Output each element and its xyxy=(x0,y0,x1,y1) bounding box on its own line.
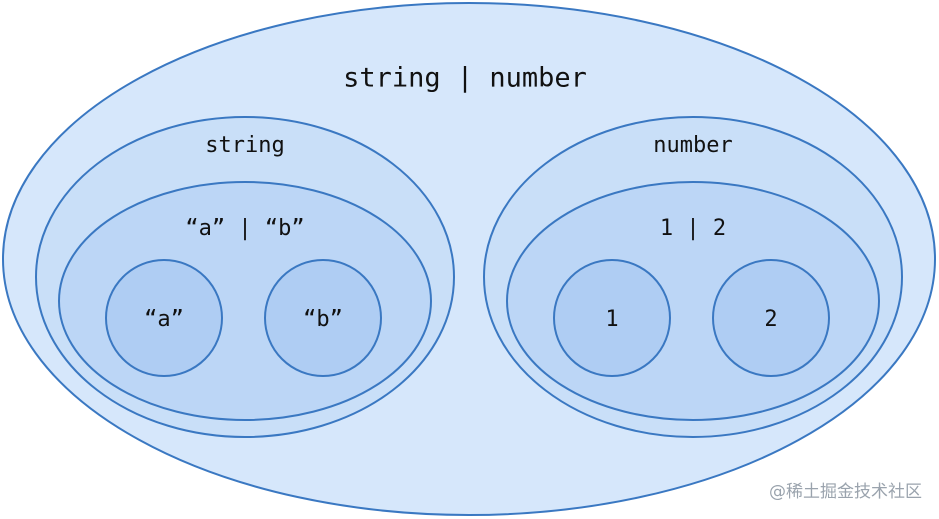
member-a-label: “a” xyxy=(144,307,184,332)
watermark-text: @稀土掘金技术社区 xyxy=(769,482,922,502)
string-set-label: string xyxy=(205,133,284,158)
member-b-circle xyxy=(264,259,382,377)
number-union-label: 1 | 2 xyxy=(660,216,726,241)
member-2-label: 2 xyxy=(764,307,777,332)
member-1-label: 1 xyxy=(605,307,618,332)
member-a-circle xyxy=(105,259,223,377)
union-set-label: string | number xyxy=(343,63,587,94)
number-set-label: number xyxy=(653,133,732,158)
member-1-circle xyxy=(553,259,671,377)
member-b-label: “b” xyxy=(303,307,343,332)
string-union-label: “a” | “b” xyxy=(185,216,304,241)
member-2-circle xyxy=(712,259,830,377)
